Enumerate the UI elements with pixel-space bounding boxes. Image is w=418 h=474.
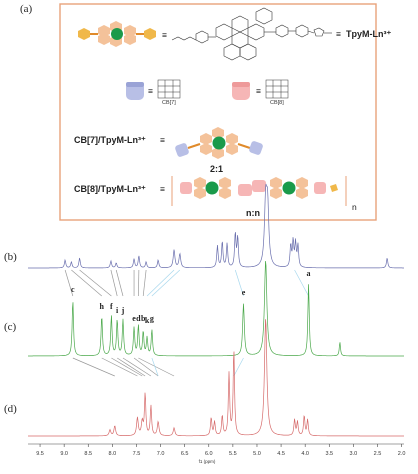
peak-label-0: c	[71, 285, 75, 294]
x-tick-label: 9.5	[36, 451, 44, 457]
peak-label-2: f	[110, 302, 113, 311]
equiv-sign-5: ≡	[160, 135, 165, 145]
connector-cd-2	[116, 357, 146, 377]
peak-connectors	[64, 269, 309, 377]
peak-label-5: e	[132, 314, 136, 323]
x-tick-label: 2.0	[398, 451, 406, 457]
x-tick-label: 4.5	[277, 451, 285, 457]
panel-label-c: (c)	[4, 321, 17, 333]
peak-label-3: i	[116, 306, 119, 315]
x-tick-label: 5.0	[253, 451, 261, 457]
cb8-structure	[265, 79, 289, 99]
x-tick-label: 8.5	[84, 451, 92, 457]
equiv-sign-1: ≡	[162, 30, 167, 40]
peak-label-8: k	[145, 316, 150, 325]
cb8-polymer-cartoon	[180, 177, 338, 199]
x-tick-label: 7.0	[157, 451, 165, 457]
cb7-structure	[157, 79, 181, 99]
tpym-label: TpyM-Ln³⁺	[346, 29, 391, 39]
cb7-struct-text: CB[7]	[162, 100, 176, 106]
spectrum-trace-b	[28, 183, 404, 269]
x-tick-label: 7.5	[133, 451, 141, 457]
connector-cd-8	[151, 357, 159, 377]
ratio-cb7: 2:1	[210, 164, 223, 174]
cb8-cartoon	[232, 82, 250, 100]
x-tick-label: 5.5	[229, 451, 237, 457]
peak-label-10: e	[242, 288, 246, 297]
ratio-cb8: n:n	[246, 208, 260, 218]
tpym-structure	[171, 7, 332, 61]
connector-bc-10	[234, 269, 244, 297]
x-axis-title: f1 (ppm)	[199, 459, 216, 464]
spectrum-trace-d	[28, 319, 404, 437]
x-tick-label: 8.0	[109, 451, 117, 457]
connector-bc-9	[151, 269, 181, 297]
cb8-complex-label: CB[8]/TpyM-Ln³⁺	[74, 184, 146, 194]
cb7-complex-cartoon	[175, 127, 263, 159]
cb8-struct-text: CB[8]	[270, 100, 284, 106]
x-tick-label: 4.0	[301, 451, 309, 457]
connector-cd-0	[101, 357, 138, 377]
x-tick-label: 3.0	[350, 451, 358, 457]
connector-bc-11	[294, 269, 309, 297]
connector-bc-8	[146, 269, 175, 297]
panel-label-d: (d)	[4, 403, 17, 415]
x-tick-label: 6.5	[181, 451, 189, 457]
connector-bc-3	[110, 269, 118, 297]
connector-cd-1	[111, 357, 143, 377]
spectrum-trace-c	[28, 260, 404, 357]
connector-bc-7	[142, 269, 147, 297]
tpym-cartoon	[78, 21, 156, 47]
connector-bc-2	[79, 269, 112, 297]
panel-label-b: (b)	[4, 251, 17, 263]
x-axis-ticks: 9.5 9.0 8.5 8.0 7.5 7.0 6.5 6.0 5.5 5.0 4.5 4.0 3.5 3…	[36, 444, 405, 457]
connector-cd-6	[72, 357, 115, 377]
connector-cd-5	[138, 357, 175, 377]
panel-label-a: (a)	[20, 3, 33, 15]
peak-label-6: d	[136, 314, 141, 323]
connector-cd-4	[133, 357, 159, 377]
repeat-n: n	[352, 202, 357, 212]
cb7-complex-label: CB[7]/TpyM-Ln³⁺	[74, 135, 146, 145]
equiv-sign-4: ≡	[256, 86, 261, 96]
equiv-sign-2: ≡	[336, 29, 341, 39]
equiv-sign-3: ≡	[148, 86, 153, 96]
connector-cd-3	[122, 357, 152, 377]
x-tick-label: 9.0	[60, 451, 68, 457]
connector-bc-4	[115, 269, 124, 297]
connector-cd-7	[233, 357, 244, 377]
x-tick-label: 6.0	[205, 451, 213, 457]
peak-label-4: j	[121, 306, 125, 315]
x-tick-label: 2.5	[374, 451, 382, 457]
peak-label-9: g	[150, 314, 154, 323]
peak-label-11: a	[307, 269, 311, 278]
connector-bc-0	[64, 269, 74, 297]
scheme-box	[59, 3, 377, 221]
equiv-sign-6: ≡	[160, 184, 165, 194]
peak-label-7: b	[141, 314, 146, 323]
x-tick-label: 3.5	[325, 451, 333, 457]
connector-bc-1	[71, 269, 102, 297]
cb7-cartoon	[126, 82, 144, 100]
peak-label-1: h	[100, 302, 105, 311]
